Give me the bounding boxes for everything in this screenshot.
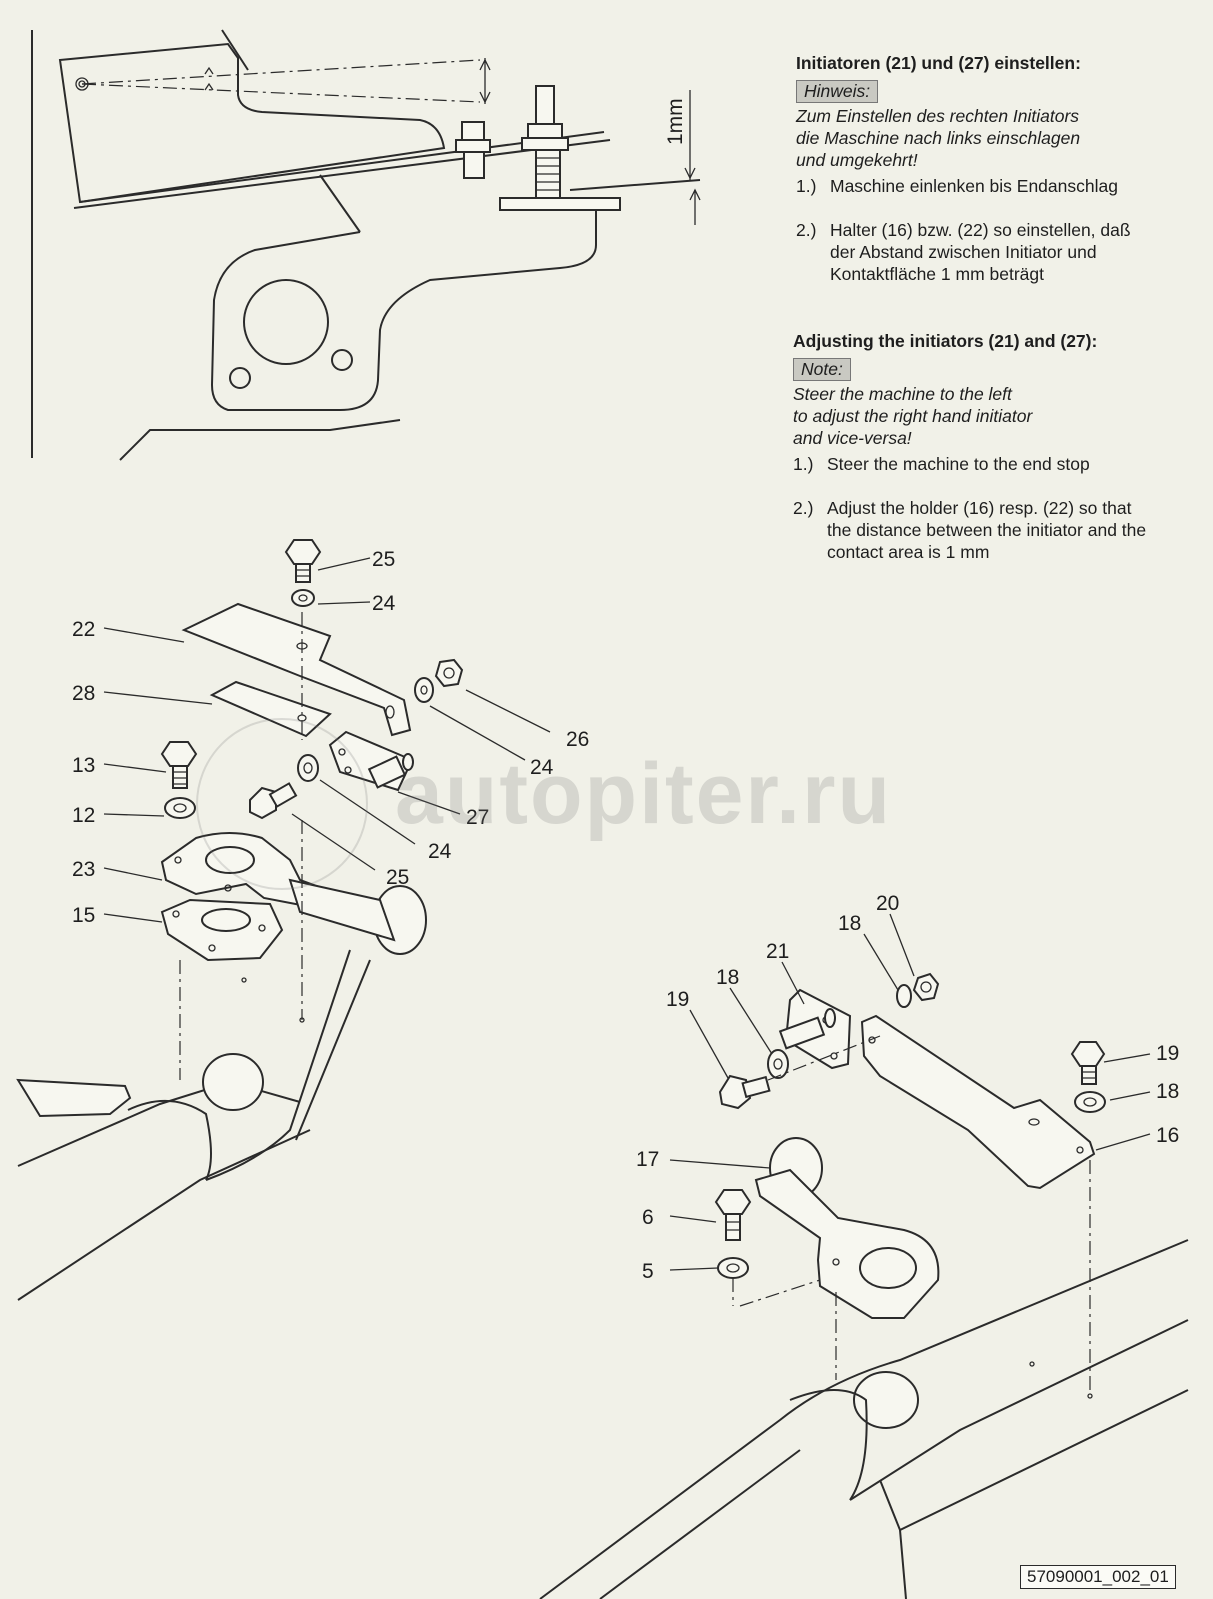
part-label: 28 [72, 682, 95, 705]
step-line: Kontaktfläche 1 mm beträgt [830, 264, 1044, 284]
note-line: to adjust the right hand initiator [793, 406, 1033, 426]
step-number: 2.) [793, 498, 814, 518]
step-number: 2.) [796, 220, 817, 240]
part-label: 22 [72, 618, 95, 641]
part-labels-right: 20 18 21 18 19 19 18 16 17 6 5 [636, 892, 1179, 1283]
assembly-right [539, 972, 1189, 1599]
part-label: 18 [838, 912, 861, 935]
step-line: the distance between the initiator and t… [827, 520, 1147, 540]
part-label: 23 [72, 858, 95, 881]
part-label: 18 [716, 966, 739, 989]
note-text-en: Steer the machine to the left to adjust … [793, 383, 1213, 449]
note-text-de: Zum Einstellen des rechten Initiators di… [796, 105, 1213, 171]
note-line: und umgekehrt! [796, 150, 918, 170]
part-label: 20 [876, 892, 899, 915]
step-line: Adjust the holder (16) resp. (22) so tha… [827, 498, 1132, 518]
step-line: der Abstand zwischen Initiator und [830, 242, 1097, 262]
part-label: 19 [1156, 1042, 1179, 1065]
part-label: 18 [1156, 1080, 1179, 1103]
part-labels-left: 25 24 22 28 26 24 13 27 12 24 25 23 15 [72, 548, 589, 927]
part-label: 27 [466, 806, 489, 829]
instructions-en: Adjusting the initiators (21) and (27): … [793, 330, 1213, 563]
note-line: and vice-versa! [793, 428, 912, 448]
note-label-de: Hinweis: [796, 80, 879, 103]
watermark: autopiter.ru [395, 746, 893, 842]
step-line: contact area is 1 mm [827, 542, 990, 562]
part-label: 16 [1156, 1124, 1179, 1147]
part-label: 25 [386, 866, 409, 889]
part-label: 21 [766, 940, 789, 963]
part-label: 6 [642, 1206, 654, 1229]
part-label: 15 [72, 904, 95, 927]
part-label: 24 [530, 756, 554, 779]
note-line: Zum Einstellen des rechten Initiators [796, 106, 1080, 126]
leader-lines [103, 557, 1151, 1271]
dimension-label: 1mm [664, 98, 687, 145]
part-label: 19 [666, 988, 689, 1011]
part-label: 12 [72, 804, 95, 827]
step-number: 1.) [796, 176, 817, 196]
note-line: Steer the machine to the left [793, 384, 1012, 404]
watermark-logo-icon [196, 718, 368, 890]
note-line: die Maschine nach links einschlagen [796, 128, 1081, 148]
part-label: 26 [566, 728, 589, 751]
note-label-en: Note: [793, 358, 851, 381]
step-en-2: 2.) Adjust the holder (16) resp. (22) so… [793, 497, 1213, 563]
detail-view-top: 1mm [31, 29, 701, 461]
step-line: Steer the machine to the end stop [827, 454, 1090, 474]
step-line: Halter (16) bzw. (22) so einstellen, daß [830, 220, 1131, 240]
part-label: 5 [642, 1260, 654, 1283]
step-en-1: 1.) Steer the machine to the end stop [793, 453, 1213, 475]
step-de-2: 2.) Halter (16) bzw. (22) so einstellen,… [796, 219, 1213, 285]
figure-id: 57090001_002_01 [1020, 1565, 1176, 1589]
part-label: 17 [636, 1148, 659, 1171]
part-label: 13 [72, 754, 95, 777]
instructions-de: Initiatoren (21) und (27) einstellen: Hi… [796, 52, 1213, 285]
part-label: 25 [372, 548, 395, 571]
part-label: 24 [428, 840, 452, 863]
step-line: Maschine einlenken bis Endanschlag [830, 176, 1118, 196]
step-de-1: 1.) Maschine einlenken bis Endanschlag [796, 175, 1213, 197]
heading-de: Initiatoren (21) und (27) einstellen: [796, 53, 1081, 73]
part-label: 24 [372, 592, 396, 615]
heading-en: Adjusting the initiators (21) and (27): [793, 331, 1098, 351]
step-number: 1.) [793, 454, 814, 474]
